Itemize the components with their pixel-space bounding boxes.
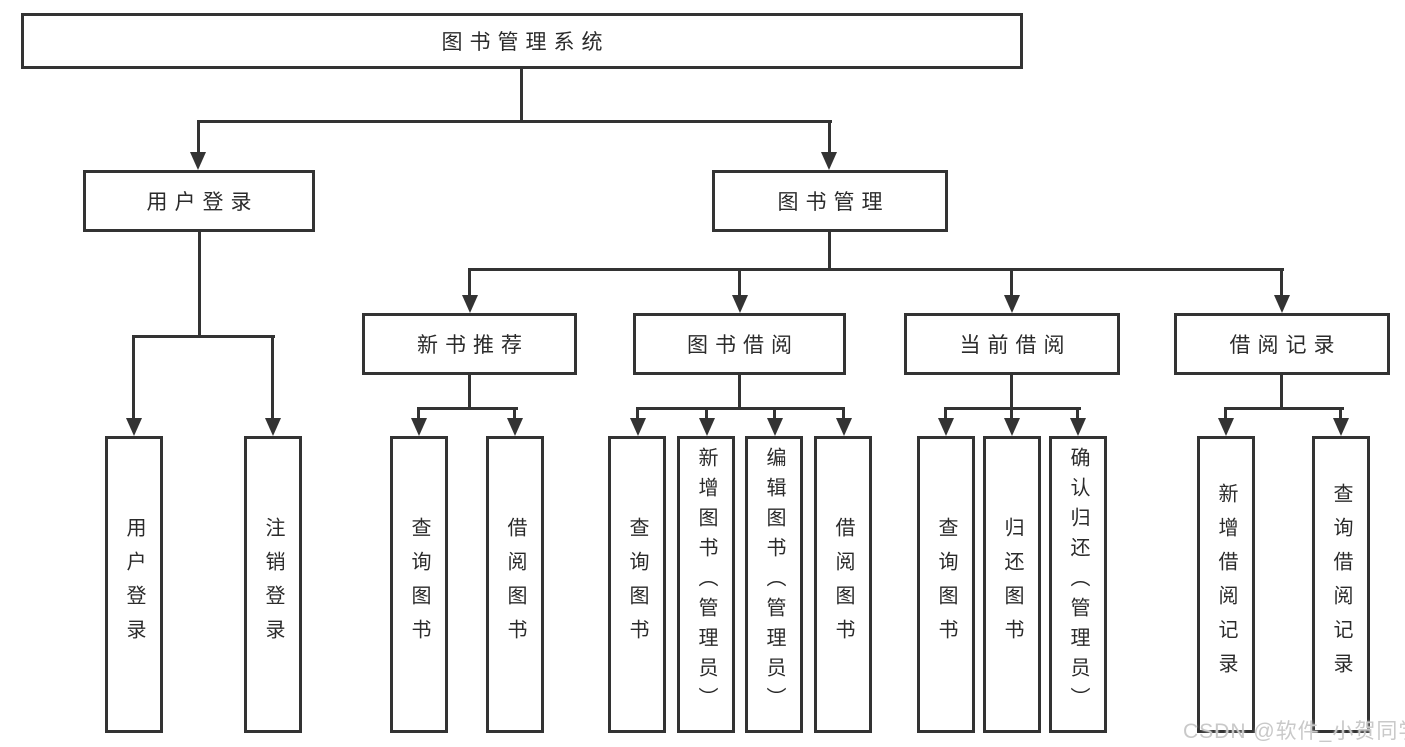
leaf-query-books-borrowing: 查询图书 [608,436,666,733]
connector-drop [513,407,516,421]
node-label: 当前借阅 [959,334,1072,357]
connector-currentborrow-stem [1010,375,1013,409]
csdn-watermark: CSDN @软件_小贺同学 [1183,720,1405,743]
arrow-down-icon [1333,418,1349,436]
leaf-edit-books-admin: 编辑图书（管理员） [745,436,803,733]
node-label: 用户登录 [123,516,145,653]
connector-drop [944,407,947,421]
node-label: 新增借阅记录 [1215,482,1237,687]
node-label: 用户登录 [146,191,259,214]
connector-root-stem [520,68,523,122]
leaf-add-books-admin: 新增图书（管理员） [677,436,735,733]
node-label: 图书借阅 [687,334,799,357]
connector-drop [738,268,741,297]
node-label: 借阅图书 [504,516,526,653]
connector-borrowrecord-branch [1224,407,1344,410]
leaf-logout: 注销登录 [244,436,302,733]
connector-userlogin-stem [198,232,201,337]
connector-bookmgmt-branch [468,268,1284,271]
arrow-down-icon [938,418,954,436]
node-new-book-recommend: 新书推荐 [362,313,577,375]
connector-bookborrow-branch [636,407,845,410]
node-label: 查询借阅记录 [1330,482,1352,687]
node-user-login: 用户登录 [83,170,315,232]
node-label: 确认归还（管理员） [1067,447,1089,717]
node-current-borrowing: 当前借阅 [904,313,1120,375]
leaf-borrow-books: 借阅图书 [814,436,872,733]
node-label: 查询图书 [408,516,430,653]
connector-bookmgmt-stem [828,232,831,270]
leaf-query-books-current: 查询图书 [917,436,975,733]
connector-drop [773,407,776,421]
node-label: 图书管理系统 [441,31,610,54]
connector-drop [1010,407,1013,421]
node-label: 新增图书（管理员） [695,447,717,717]
node-label: 借阅图书 [832,516,854,653]
leaf-add-borrow-record: 新增借阅记录 [1197,436,1255,733]
arrow-down-icon [1004,418,1020,436]
connector-bookborrow-stem [738,375,741,409]
arrow-down-icon [507,418,523,436]
node-book-borrowing: 图书借阅 [633,313,846,375]
connector-drop [705,407,708,421]
leaf-query-borrow-record: 查询借阅记录 [1312,436,1370,733]
connector-drop [468,268,471,297]
leaf-confirm-return-admin: 确认归还（管理员） [1049,436,1107,733]
connector-root-branch [197,120,832,123]
arrow-down-icon [126,418,142,436]
arrow-down-icon [630,418,646,436]
connector-drop [1010,268,1013,297]
node-borrowing-records: 借阅记录 [1174,313,1390,375]
node-label: 查询图书 [626,516,648,653]
node-book-management: 图书管理 [712,170,948,232]
leaf-query-books-recommend: 查询图书 [390,436,448,733]
connector-drop [828,120,831,154]
node-label: 借阅记录 [1229,334,1342,357]
leaf-return-books: 归还图书 [983,436,1041,733]
node-label: 新书推荐 [417,334,529,357]
leaf-borrow-books-recommend: 借阅图书 [486,436,544,733]
connector-drop [1224,407,1227,421]
arrow-down-icon [732,295,748,313]
arrow-down-icon [1218,418,1234,436]
connector-drop [636,407,639,421]
arrow-down-icon [1274,295,1290,313]
arrow-down-icon [699,418,715,436]
arrow-down-icon [411,418,427,436]
connector-drop [1076,407,1079,421]
node-library-management-system: 图书管理系统 [21,13,1023,69]
connector-drop [1280,268,1283,297]
connector-newbookrec-branch [417,407,518,410]
connector-newbookrec-stem [468,375,471,409]
connector-drop [197,120,200,154]
arrow-down-icon [462,295,478,313]
arrow-down-icon [821,152,837,170]
node-label: 图书管理 [777,191,890,214]
connector-drop [417,407,420,421]
connector-userlogin-branch [132,335,275,338]
node-label: 归还图书 [1001,516,1023,653]
arrow-down-icon [1004,295,1020,313]
leaf-user-login: 用户登录 [105,436,163,733]
connector-drop [271,335,274,420]
node-label: 注销登录 [262,516,284,653]
arrow-down-icon [265,418,281,436]
connector-drop [842,407,845,421]
arrow-down-icon [1070,418,1086,436]
arrow-down-icon [836,418,852,436]
node-label: 编辑图书（管理员） [763,447,785,717]
arrow-down-icon [767,418,783,436]
connector-borrowrecord-stem [1280,375,1283,409]
connector-drop [1339,407,1342,421]
connector-drop [132,335,135,420]
arrow-down-icon [190,152,206,170]
node-label: 查询图书 [935,516,957,653]
